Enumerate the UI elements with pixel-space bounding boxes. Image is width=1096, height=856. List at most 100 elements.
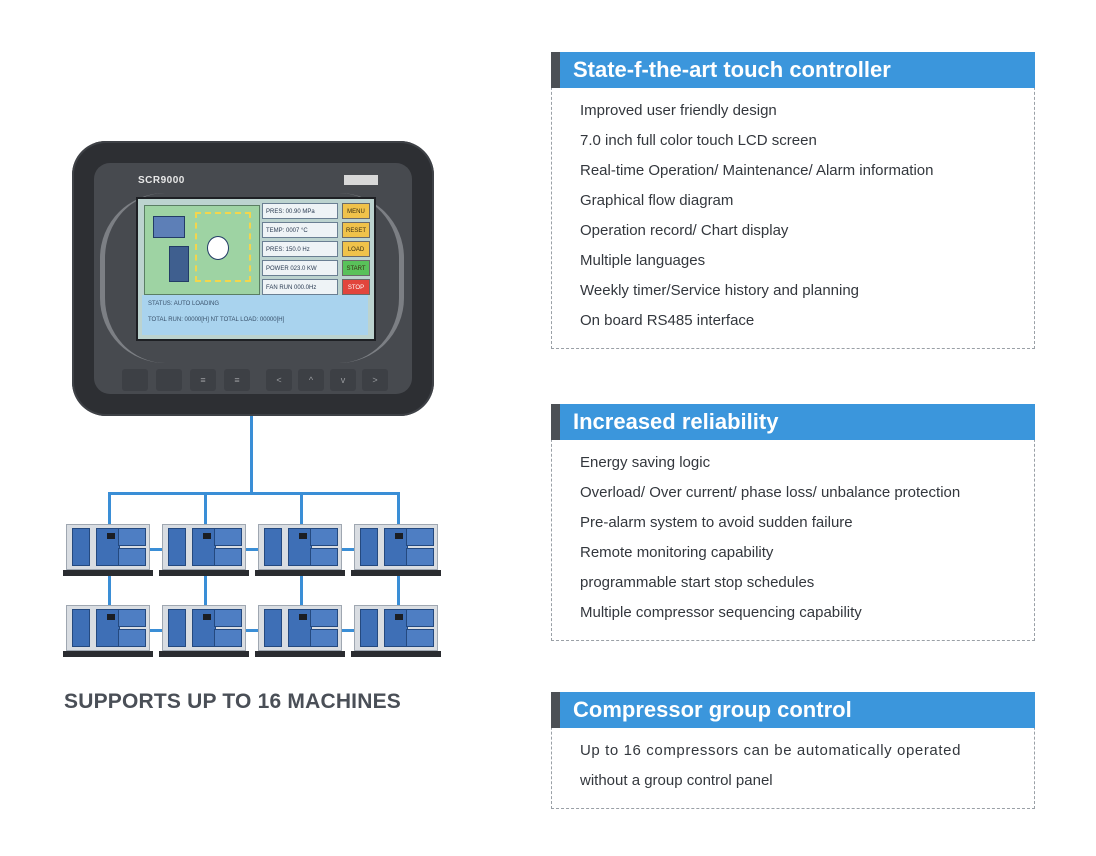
stop-button[interactable]: STOP — [342, 279, 370, 295]
menu-button[interactable]: MENU — [342, 203, 370, 219]
drop-wire — [397, 492, 400, 528]
menu-key-2[interactable]: ≡ — [224, 369, 250, 391]
drop-wire — [300, 492, 303, 528]
machine-panel — [72, 609, 90, 647]
flow-diagram-icon — [144, 205, 260, 295]
link-wire — [246, 548, 258, 551]
list-item: Graphical flow diagram — [580, 192, 734, 209]
link-wire — [108, 575, 111, 609]
link-wire — [342, 629, 354, 632]
status-bar: STATUS: AUTO LOADING TOTAL RUN: 00000[H]… — [142, 295, 368, 335]
status-line: STATUS: AUTO LOADING — [148, 301, 220, 307]
link-wire — [150, 629, 162, 632]
up-key[interactable]: ^ — [298, 369, 324, 391]
diagram-tank — [169, 246, 189, 282]
machine-door — [406, 609, 434, 627]
section-title: State-f-the-art touch controller — [551, 52, 1035, 88]
machine-base — [255, 651, 345, 657]
controller-bezel: SCR9000 PRES: 00.90 MPa TEMP: 0007 °C PR… — [94, 163, 412, 394]
menu-key-1[interactable]: ≡ — [190, 369, 216, 391]
readout-fan: FAN RUN 000.0Hz — [262, 279, 338, 295]
supports-caption: SUPPORTS UP TO 16 MACHINES — [64, 690, 401, 713]
list-item: On board RS485 interface — [580, 312, 755, 329]
machine-base — [159, 651, 249, 657]
readout-temperature: TEMP: 0007 °C — [262, 222, 338, 238]
reset-button[interactable]: RESET — [342, 222, 370, 238]
machine-door — [214, 528, 242, 546]
machine-base — [351, 651, 441, 657]
readout-pressure: PRES: 00.90 MPa — [262, 203, 338, 219]
machine-screen — [299, 614, 307, 620]
link-wire — [204, 575, 207, 609]
machine-door — [310, 548, 338, 566]
list-item: Operation record/ Chart display — [580, 222, 789, 239]
machine-door — [118, 629, 146, 647]
compressor-machine-icon — [255, 524, 345, 576]
list-item: Up to 16 compressors can be automaticall… — [580, 742, 962, 759]
machine-panel — [288, 528, 312, 566]
section-reliability: Increased reliability Energy saving logi… — [551, 404, 1035, 641]
machine-base — [63, 651, 153, 657]
list-item: Multiple languages — [580, 252, 706, 269]
section-group-control: Compressor group control Up to 16 compre… — [551, 692, 1035, 809]
blank-key-2[interactable] — [156, 369, 182, 391]
machine-door — [214, 629, 242, 647]
machine-panel — [72, 528, 90, 566]
machine-screen — [395, 614, 403, 620]
drop-wire — [204, 492, 207, 528]
trunk-wire — [250, 416, 253, 494]
controller-model: SCR9000 — [138, 175, 185, 186]
list-item: Multiple compressor sequencing capabilit… — [580, 604, 862, 621]
machine-base — [351, 570, 441, 576]
machine-screen — [107, 533, 115, 539]
machine-door — [118, 548, 146, 566]
bezel-stripe-left — [100, 193, 165, 363]
drop-wire — [108, 492, 111, 528]
machine-base — [255, 570, 345, 576]
start-button[interactable]: START — [342, 260, 370, 276]
totals-line: TOTAL RUN: 00000[H] NT TOTAL LOAD: 00000… — [148, 317, 285, 323]
machine-screen — [203, 533, 211, 539]
compressor-machine-icon — [63, 524, 153, 576]
compressor-machine-icon — [159, 524, 249, 576]
list-item: Energy saving logic — [580, 454, 711, 471]
machine-screen — [395, 533, 403, 539]
machine-door — [406, 548, 434, 566]
section-title: Increased reliability — [551, 404, 1035, 440]
compressor-machine-icon — [159, 605, 249, 657]
feature-list: Energy saving logic Overload/ Over curre… — [552, 440, 1034, 640]
readout-power: POWER 023.0 KW — [262, 260, 338, 276]
bus-wire — [108, 492, 400, 495]
machine-door — [118, 609, 146, 627]
machine-panel — [360, 609, 378, 647]
left-key[interactable]: < — [266, 369, 292, 391]
compressor-machine-icon — [255, 605, 345, 657]
blank-key-1[interactable] — [122, 369, 148, 391]
machine-door — [310, 609, 338, 627]
link-wire — [150, 548, 162, 551]
machine-door — [214, 609, 242, 627]
down-key[interactable]: v — [330, 369, 356, 391]
list-item: Real-time Operation/ Maintenance/ Alarm … — [580, 162, 934, 179]
readout-frequency: PRES: 150.0 Hz — [262, 241, 338, 257]
machine-panel — [192, 528, 216, 566]
machine-panel — [264, 609, 282, 647]
right-key[interactable]: > — [362, 369, 388, 391]
machine-panel — [360, 528, 378, 566]
machine-panel — [96, 528, 120, 566]
load-button[interactable]: LOAD — [342, 241, 370, 257]
machine-panel — [264, 528, 282, 566]
machine-panel — [168, 528, 186, 566]
controller-screen: PRES: 00.90 MPa TEMP: 0007 °C PRES: 150.… — [136, 197, 376, 341]
compressor-machine-icon — [351, 605, 441, 657]
list-item: Pre-alarm system to avoid sudden failure — [580, 514, 853, 531]
link-wire — [300, 575, 303, 609]
section-touch-controller: State-f-the-art touch controller Improve… — [551, 52, 1035, 349]
machine-door — [310, 528, 338, 546]
list-item: Improved user friendly design — [580, 102, 777, 119]
link-wire — [246, 629, 258, 632]
list-item: Weekly timer/Service history and plannin… — [580, 282, 860, 299]
list-item: programmable start stop schedules — [580, 574, 815, 591]
machine-base — [159, 570, 249, 576]
brand-logo-icon — [344, 175, 378, 185]
